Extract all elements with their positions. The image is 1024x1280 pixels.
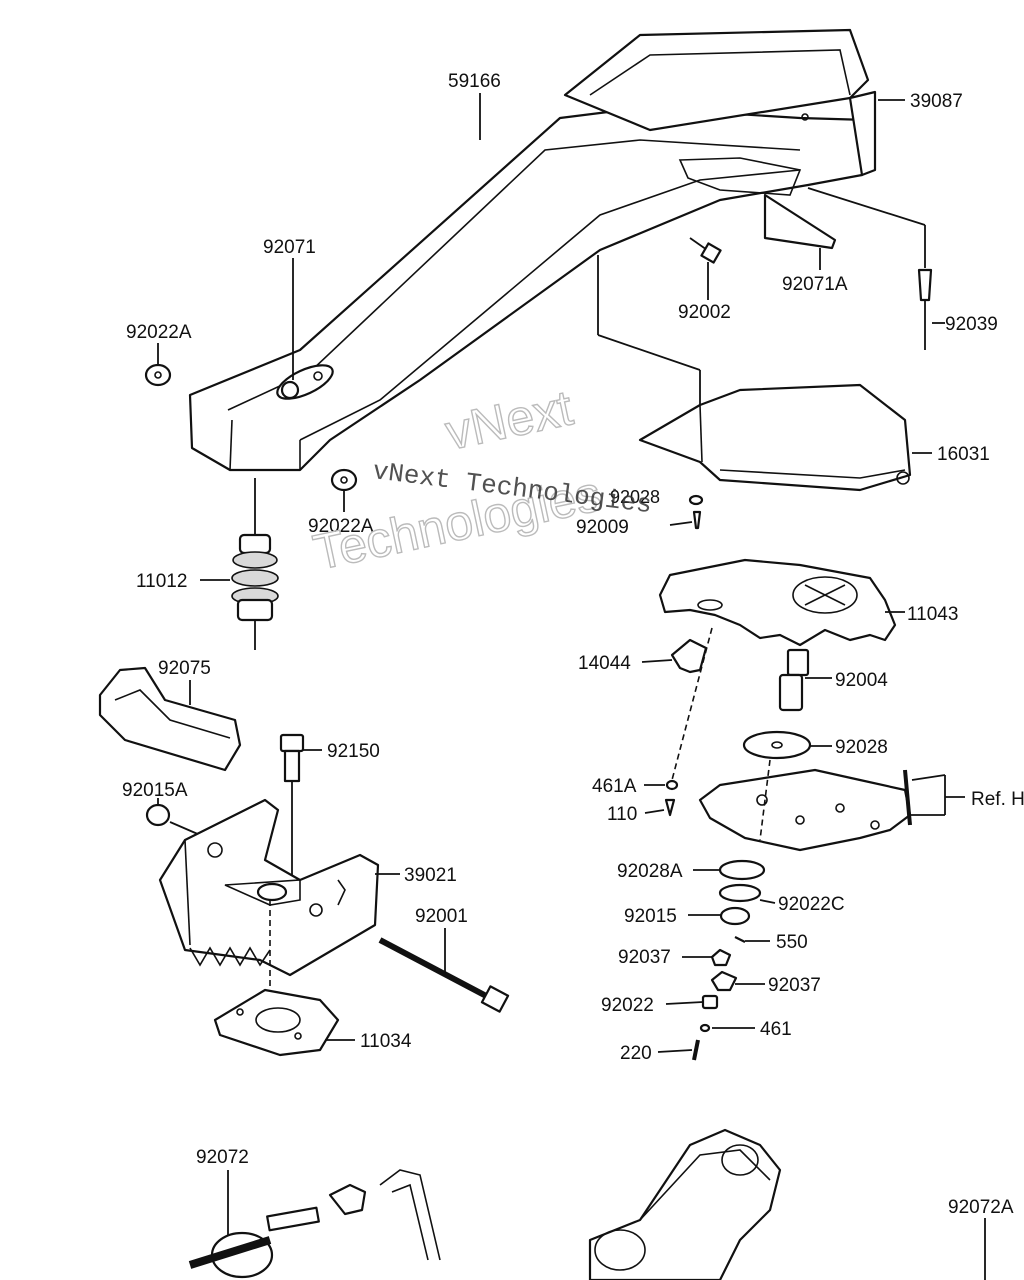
hose-assembly-drawing	[188, 1169, 441, 1279]
ring-461	[699, 1023, 711, 1033]
nut-92015A	[145, 803, 171, 827]
ring-461A	[665, 779, 679, 791]
part-92037-a	[710, 948, 732, 967]
label-92015A: 92015A	[122, 780, 188, 801]
stud-92004	[778, 648, 810, 712]
washer-92022A-top	[144, 363, 172, 387]
plate-11034-drawing	[213, 988, 340, 1057]
label-92004: 92004	[835, 670, 888, 691]
label-59166: 59166	[448, 71, 501, 92]
washer-92028	[742, 730, 812, 760]
handle-pole-drawing	[188, 28, 877, 472]
label-39021: 39021	[404, 865, 457, 886]
bolt-92150	[279, 733, 305, 880]
label-39087: 39087	[910, 91, 963, 112]
part-92037-b	[710, 970, 738, 992]
leader-lines	[157, 93, 945, 1235]
label-92028-small: 92028	[610, 487, 660, 507]
nut-92015	[719, 906, 751, 926]
label-92015: 92015	[624, 906, 677, 927]
label-92001: 92001	[415, 906, 468, 927]
label-461: 461	[760, 1019, 792, 1040]
pin-550	[734, 936, 746, 943]
label-220: 220	[620, 1043, 652, 1064]
rivet-92039	[807, 187, 933, 350]
washer-92022A-mid	[330, 468, 358, 492]
label-92002: 92002	[678, 302, 731, 323]
label-92071: 92071	[263, 237, 316, 258]
label-16031: 16031	[937, 444, 990, 465]
label-92009: 92009	[576, 517, 629, 538]
part-labels: 59166 39087 92071 92022A 92002 92071A 92…	[122, 71, 1024, 1218]
label-92150: 92150	[327, 741, 380, 762]
bolt-92001	[378, 937, 510, 1013]
bellows-11012-drawing	[231, 478, 279, 650]
label-92022A-mid: 92022A	[308, 516, 374, 537]
label-92037-a: 92037	[618, 947, 671, 968]
pin-110	[664, 798, 676, 817]
label-92028: 92028	[835, 737, 888, 758]
bolt-92002	[689, 237, 722, 264]
plate-11043-drawing	[658, 558, 897, 647]
label-92037-b: 92037	[768, 975, 821, 996]
label-11043: 11043	[907, 604, 958, 625]
lower-plate-drawing	[698, 759, 912, 852]
label-92022A-top: 92022A	[126, 322, 192, 343]
label-92075: 92075	[158, 658, 211, 679]
clip-14044	[670, 638, 708, 674]
label-92022C: 92022C	[778, 894, 845, 915]
label-550: 550	[776, 932, 808, 953]
washer-92022C	[718, 883, 762, 903]
label-92072A: 92072A	[948, 1197, 1014, 1218]
label-92071A: 92071A	[782, 274, 848, 295]
label-11012: 11012	[136, 571, 187, 592]
label-92028A: 92028A	[617, 861, 683, 882]
ref-h-bracket	[910, 774, 965, 816]
label-14044: 14044	[578, 653, 631, 674]
screw-92009	[692, 510, 702, 530]
label-461A: 461A	[592, 776, 637, 797]
washer-92028-small	[688, 494, 704, 506]
label-92039: 92039	[945, 314, 998, 335]
part-92022	[701, 994, 719, 1010]
bracket-92071A	[763, 193, 837, 250]
washer-92028A	[718, 859, 766, 881]
label-92072: 92072	[196, 1147, 249, 1168]
pump-housing-drawing	[588, 1128, 782, 1280]
label-110: 110	[607, 804, 637, 825]
label-92022: 92022	[601, 995, 654, 1016]
label-ref-h: Ref. H	[971, 789, 1024, 810]
watermark-vnext: vNext	[441, 379, 578, 460]
cover-16031-drawing	[597, 255, 912, 492]
pin-220	[692, 1039, 700, 1061]
label-11034: 11034	[360, 1031, 412, 1052]
bracket-39021-drawing	[158, 798, 380, 990]
